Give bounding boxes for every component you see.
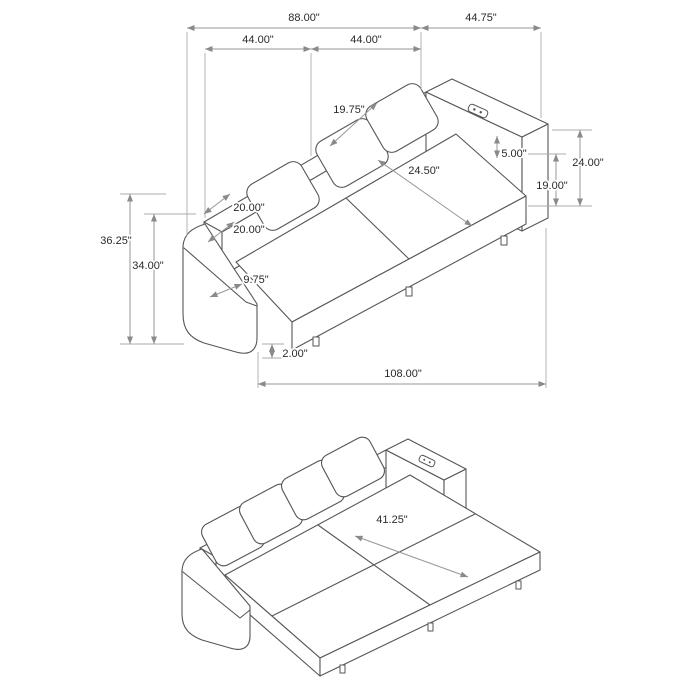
dim-overall-width: 88.00" bbox=[187, 10, 421, 31]
sleeper-back-pillows bbox=[200, 436, 386, 567]
dim-chaise-section-width: 44.75" bbox=[421, 10, 541, 31]
sofa-top-view bbox=[182, 78, 549, 354]
usb-port-icon bbox=[418, 454, 436, 468]
sleeper-left-arm bbox=[181, 548, 251, 650]
dim-back-cushion-width: 19.75" bbox=[329, 102, 378, 147]
dim-seat-depth-label: 24.50" bbox=[408, 165, 440, 177]
dim-leg-height: 2.00" bbox=[269, 344, 309, 362]
dim-right-seat-width: 44.00" bbox=[311, 32, 421, 52]
sofa-legs bbox=[312, 235, 508, 347]
dim-seat-height-label: 19.00" bbox=[536, 180, 568, 192]
dim-overall-depth-label: 108.00" bbox=[384, 368, 422, 380]
dim-pillow-width-label: 20.00" bbox=[233, 202, 265, 214]
dim-overall-height: 36.25" bbox=[99, 194, 134, 344]
seat-seam bbox=[345, 197, 410, 260]
dim-sleeper-depth-label: 41.25" bbox=[376, 514, 408, 526]
dim-arm-width: 9.75" bbox=[209, 272, 270, 298]
seat-front-face bbox=[291, 195, 527, 351]
dim-power-panel-height-label: 5.00" bbox=[501, 148, 526, 160]
dim-right-seat-width-label: 44.00" bbox=[350, 34, 382, 46]
dim-left-seat-width: 44.00" bbox=[205, 32, 311, 52]
dim-overall-height-label: 36.25" bbox=[100, 235, 132, 247]
dim-arm-width-label: 9.75" bbox=[243, 274, 268, 286]
dim-overall-depth: 108.00" bbox=[258, 366, 546, 387]
left-arm-top-edge bbox=[183, 247, 258, 307]
back-pillow bbox=[320, 436, 386, 498]
dim-back-height-label: 34.00" bbox=[132, 260, 164, 272]
dim-overall-width-label: 88.00" bbox=[288, 12, 320, 24]
dim-arm-height: 24.00" bbox=[571, 130, 606, 206]
dim-seat-depth: 24.50" bbox=[377, 159, 473, 227]
usb-port-icon bbox=[467, 103, 489, 119]
dim-back-height: 34.00" bbox=[131, 214, 166, 344]
right-arm-top-face bbox=[425, 78, 549, 138]
dim-left-seat-width-label: 44.00" bbox=[242, 34, 274, 46]
sofa-sleeper-view bbox=[181, 436, 541, 677]
bottom-view-dimensions: 41.25" bbox=[354, 512, 469, 578]
dim-power-panel-height: 5.00" bbox=[494, 136, 528, 162]
dim-leg-height-label: 2.00" bbox=[282, 348, 307, 360]
back-pillow bbox=[246, 161, 320, 231]
dim-pillow-width: 20.00" bbox=[203, 193, 267, 216]
dim-arm-height-label: 24.00" bbox=[572, 157, 604, 169]
top-view-extension-lines bbox=[120, 32, 592, 388]
dim-pillow-height-label: 20.00" bbox=[233, 224, 265, 236]
dim-chaise-section-width-label: 44.75" bbox=[465, 12, 497, 24]
top-view-dimensions: 88.00" 44.75" 44.00" 44.00" 19.75" 5.00"… bbox=[99, 10, 606, 387]
bed-front-face bbox=[319, 551, 541, 677]
dim-sleeper-depth: 41.25" bbox=[354, 512, 469, 578]
left-arm-top-edge bbox=[182, 571, 251, 619]
dim-seat-height: 19.00" bbox=[535, 154, 570, 206]
dim-back-cushion-width-label: 19.75" bbox=[333, 104, 365, 116]
dim-pillow-height: 20.00" bbox=[207, 221, 267, 243]
